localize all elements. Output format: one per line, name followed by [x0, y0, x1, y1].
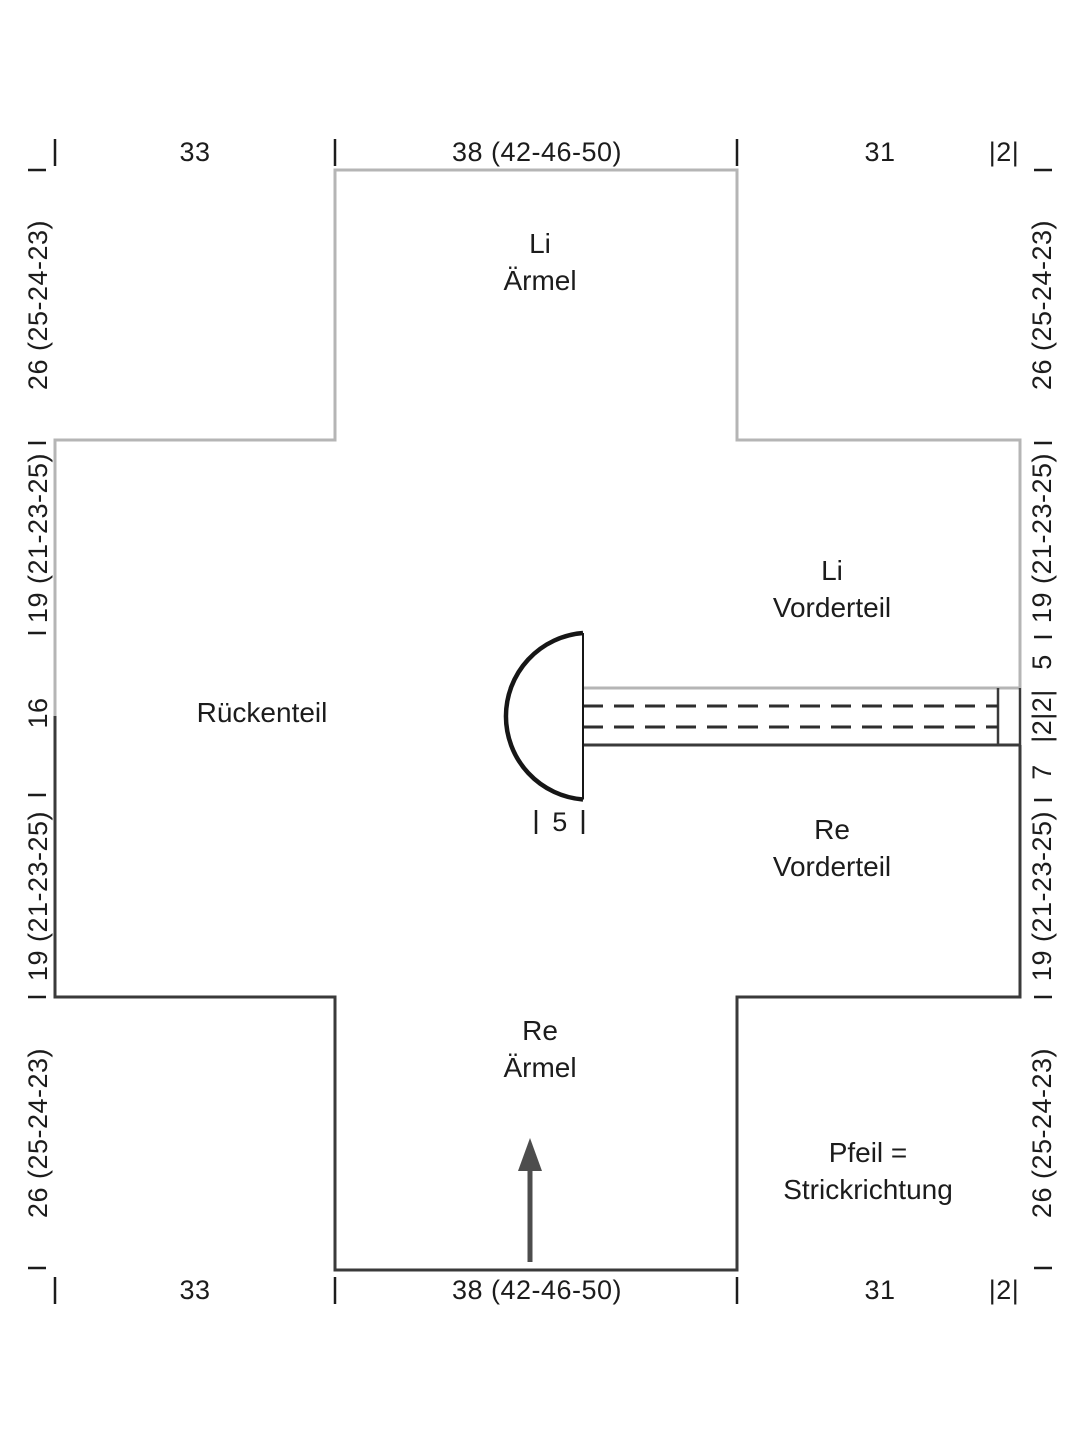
bottom-measure-left: 33 [179, 1275, 211, 1305]
neck-width-ticks [534, 810, 585, 834]
right-tick-marks [1034, 168, 1052, 1270]
left-measure-lower-body: 19 (21-23-25) [23, 810, 53, 982]
right-measure-lower-sleeve: 26 (25-24-23) [1027, 1047, 1057, 1219]
right-measure-upper-sleeve: 26 (25-24-23) [1027, 219, 1057, 391]
top-measure-band: |2| [988, 137, 1020, 167]
piece-label-right-front: Re Vorderteil [772, 814, 892, 882]
piece-label-left-sleeve: Li Ärmel [503, 228, 577, 296]
neckline-curve [503, 630, 584, 802]
right-measure-lower-front: 19 (21-23-25) [1027, 810, 1057, 982]
lower-outline-path [53, 716, 1022, 1272]
piece-label-back: Rückenteil [196, 697, 328, 728]
neck-width-label: 5 [552, 807, 568, 837]
piece-label-right-sleeve: Re Ärmel [503, 1015, 577, 1083]
left-tick-marks [28, 168, 46, 1270]
top-tick-marks [53, 139, 739, 166]
left-measure-lower-sleeve: 26 (25-24-23) [23, 1047, 53, 1219]
left-measure-upper-sleeve: 26 (25-24-23) [23, 219, 53, 391]
bottom-tick-marks [53, 1277, 739, 1304]
upper-outline-path [53, 168, 1022, 716]
piece-label-left-front: Li Vorderteil [772, 555, 892, 623]
front-band [583, 686, 1022, 747]
legend-knit-direction: Pfeil = Strickrichtung [783, 1137, 953, 1205]
top-measure-center: 38 (42-46-50) [451, 137, 623, 167]
bottom-measure-band: |2| [988, 1275, 1020, 1305]
knit-direction-arrow [518, 1138, 542, 1262]
bottom-measure-center: 38 (42-46-50) [451, 1275, 623, 1305]
top-measure-left: 33 [179, 137, 211, 167]
top-measure-right: 31 [864, 137, 896, 167]
bottom-measure-right: 31 [864, 1275, 896, 1305]
